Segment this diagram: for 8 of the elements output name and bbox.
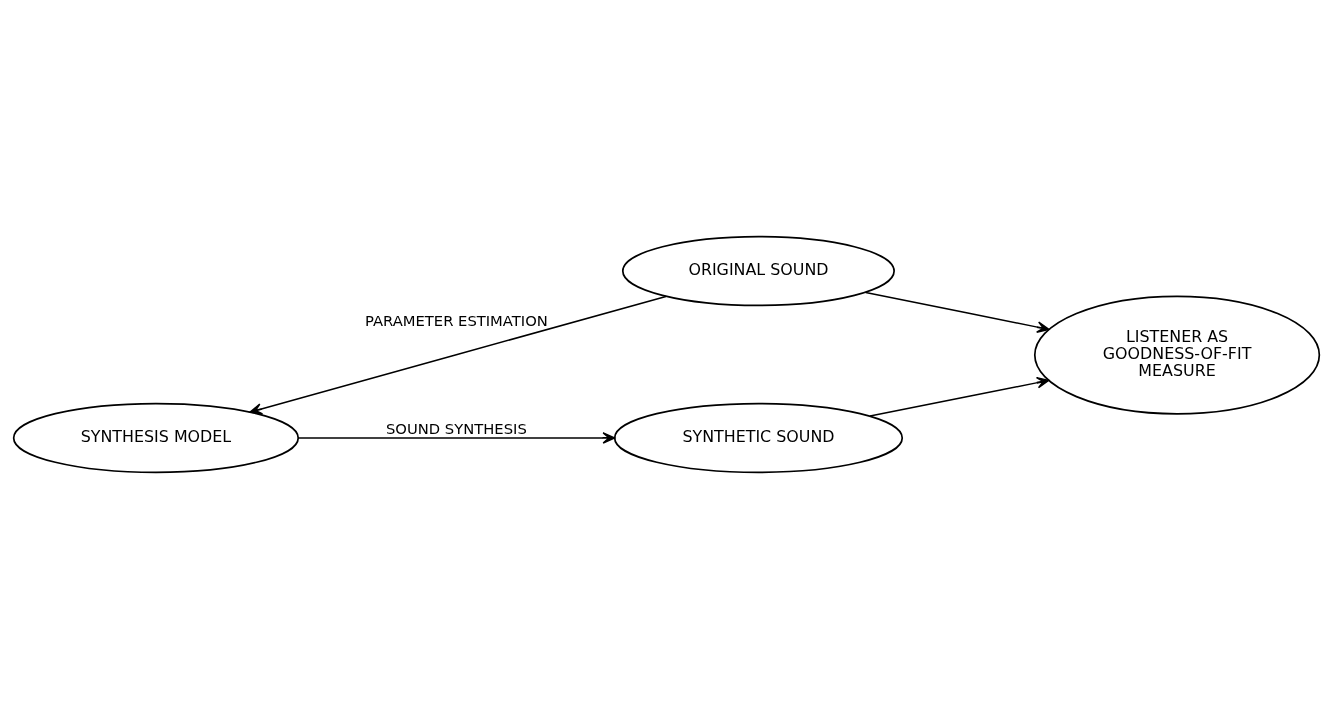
arrow <box>249 295 667 415</box>
arrow <box>869 376 1050 417</box>
node-ellipse: SYNTHETIC SOUND <box>613 402 904 473</box>
edge-label: SOUND SYNTHESIS <box>386 419 527 437</box>
node-ellipse: ORIGINAL SOUND <box>621 235 895 306</box>
arrow <box>865 291 1050 333</box>
arrow <box>297 431 616 444</box>
edge-label: PARAMETER ESTIMATION <box>364 311 548 329</box>
